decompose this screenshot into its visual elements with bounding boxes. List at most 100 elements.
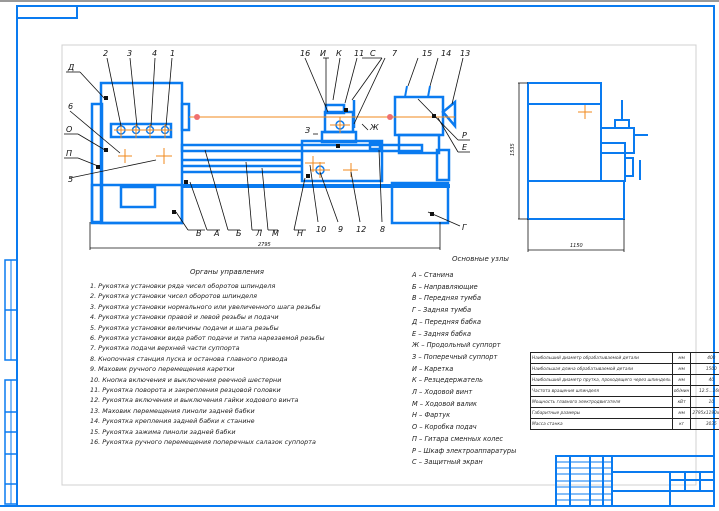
node-item: Е – Задняя бабка: [412, 329, 472, 338]
node-item: Л – Ходовой винт: [412, 388, 473, 397]
control-item: 1. Рукоятка установки ряда чисел оборото…: [90, 282, 276, 290]
spec-parameter: Габаритные размеры: [530, 407, 673, 419]
svg-text:3: 3: [127, 49, 132, 58]
svg-text:И: И: [320, 49, 326, 58]
svg-text:1: 1: [170, 49, 175, 58]
spec-parameter: Масса станка: [530, 418, 673, 430]
rear-pedestal: [390, 181, 450, 225]
control-item: 13. Маховик перемещения пиноли задней ба…: [90, 406, 255, 415]
headstock: [99, 81, 184, 225]
node-item: М – Ходовой валик: [412, 399, 478, 408]
control-item: 6. Рукоятка установки вида работ подачи …: [90, 334, 325, 343]
control-item: 16. Рукоятка ручного перемещения попереч…: [90, 438, 316, 447]
svg-text:7: 7: [392, 49, 398, 58]
svg-text:О: О: [66, 125, 72, 134]
svg-text:Ж: Ж: [369, 123, 379, 132]
node-item: В – Передняя тумба: [412, 294, 481, 303]
svg-text:9: 9: [338, 225, 343, 234]
spec-value: 12.5...1600: [690, 385, 719, 397]
side-view: [527, 82, 648, 220]
control-item: 12. Рукоятка включения и выключения гайк…: [90, 396, 299, 405]
spec-parameter: Мощность главного электродвигателя: [530, 396, 673, 408]
node-item: А – Станина: [412, 271, 454, 279]
svg-text:4: 4: [152, 49, 157, 58]
spec-unit: мм: [671, 407, 692, 419]
control-item: 2. Рукоятка установки чисел оборотов шпи…: [90, 292, 258, 301]
svg-text:Б: Б: [236, 229, 242, 238]
control-item: 5. Рукоятка установки величины подачи и …: [90, 323, 279, 332]
spec-value: 2795x1190x1500: [690, 407, 719, 419]
node-item: И – Каретка: [412, 364, 454, 373]
spec-parameter: Наибольший диаметр обрабатываемой детали: [530, 352, 673, 364]
spec-value: 1500: [690, 363, 719, 375]
control-item: 3. Рукоятка установки нормального или ув…: [90, 302, 321, 311]
control-item: 7. Рукоятка подачи верхней части суппорт…: [90, 344, 240, 353]
spec-value: 40: [690, 374, 719, 386]
node-item: П – Гитара сменных колес: [412, 434, 504, 443]
nodes-list: А – Станина Б – Направляющие В – Передня…: [412, 270, 516, 469]
node-item: Р – Шкаф электроаппаратуры: [412, 446, 517, 455]
controls-title: Органы управления: [190, 268, 264, 276]
svg-text:Е: Е: [462, 143, 468, 152]
spec-value: 3035: [690, 418, 719, 430]
spec-row: Наибольший диаметр прутка, проходящего ч…: [530, 374, 719, 386]
node-item: Ж – Продольный суппорт: [412, 341, 501, 350]
nodes-title: Основные узлы: [452, 255, 509, 263]
svg-text:К: К: [336, 49, 342, 58]
leader-dots: [96, 96, 436, 216]
svg-text:С: С: [370, 49, 376, 58]
spec-parameter: Наибольшая длина обрабатываемой детали: [530, 363, 673, 375]
svg-text:16: 16: [300, 49, 310, 58]
svg-text:М: М: [272, 229, 279, 238]
control-item: 9. Маховик ручного перемещения каретки: [90, 365, 235, 374]
svg-text:Н: Н: [297, 229, 303, 238]
svg-text:14: 14: [441, 49, 451, 58]
spec-unit: мм: [671, 363, 692, 375]
spec-unit: кг: [671, 418, 692, 430]
svg-text:12: 12: [356, 225, 366, 234]
svg-text:Г: Г: [462, 223, 467, 232]
svg-text:Р: Р: [462, 131, 467, 140]
svg-text:Л: Л: [255, 229, 262, 238]
svg-text:З: З: [305, 126, 310, 135]
svg-text:10: 10: [316, 225, 326, 234]
svg-text:6: 6: [68, 102, 73, 111]
node-item: С – Защитный экран: [412, 458, 483, 467]
svg-text:15: 15: [422, 49, 432, 58]
dimension-length: [89, 222, 441, 250]
leader-lines: [64, 57, 470, 231]
controls-list: 1. Рукоятка установки ряда чисел оборото…: [90, 281, 325, 448]
svg-text:2: 2: [103, 49, 108, 58]
callouts: 2 3 4 1 Д 6 О П 5 16 И К 11 С 7 15 14 13…: [66, 49, 470, 238]
svg-text:5: 5: [68, 175, 73, 184]
spec-row: Наибольший диаметр обрабатываемой детали…: [530, 352, 719, 364]
dimension-length-label: 2795: [258, 242, 271, 248]
svg-text:В: В: [196, 229, 202, 238]
side-dimensions: [518, 82, 625, 252]
svg-text:11: 11: [354, 49, 364, 58]
spec-parameter: Частота вращения шпинделя: [530, 385, 673, 397]
dimension-width-label: 1150: [570, 243, 583, 249]
spec-unit: мм: [671, 352, 692, 364]
handle-markers: [114, 105, 592, 178]
node-item: Б – Направляющие: [412, 282, 478, 291]
spec-parameter: Наибольший диаметр прутка, проходящего ч…: [530, 374, 673, 386]
svg-text:А: А: [213, 229, 219, 238]
front-view: [90, 81, 457, 225]
node-item: Г – Задняя тумба: [412, 306, 472, 315]
node-item: З – Поперечный суппорт: [412, 352, 498, 361]
specifications-table: Наибольший диаметр обрабатываемой детали…: [530, 352, 719, 430]
spec-unit: кВт: [671, 396, 692, 408]
svg-text:13: 13: [460, 49, 470, 58]
spec-value: 10: [690, 396, 719, 408]
svg-text:П: П: [66, 149, 72, 158]
spec-row: Габаритные размерымм2795x1190x1500: [530, 407, 719, 419]
node-item: Д – Передняя бабка: [412, 317, 481, 326]
svg-text:8: 8: [380, 225, 385, 234]
node-item: Н – Фартук: [412, 411, 451, 420]
